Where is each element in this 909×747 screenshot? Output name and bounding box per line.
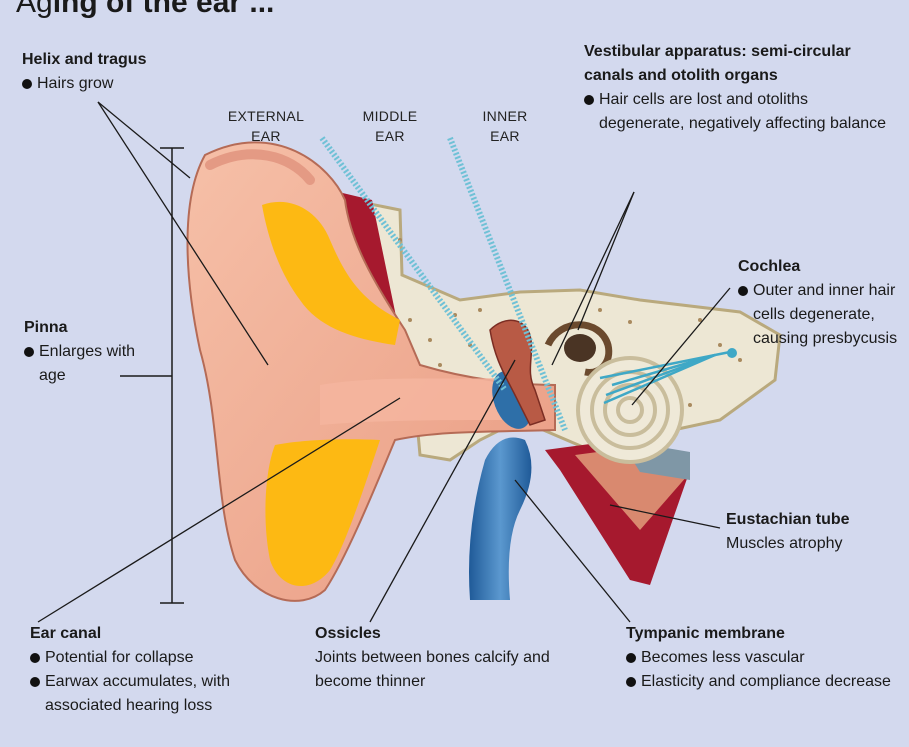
pinna-heading: Pinna <box>24 316 144 340</box>
ear-canal-heading: Ear canal <box>30 622 300 646</box>
bullet-dot <box>738 286 748 296</box>
pinna-bullet: Enlarges with age <box>24 340 144 388</box>
eustachian-heading: Eustachian tube <box>726 508 896 532</box>
tympanic-heading: Tympanic membrane <box>626 622 896 646</box>
label-tympanic: Tympanic membrane Becomes less vascular … <box>626 622 896 694</box>
bullet-dot <box>24 347 34 357</box>
label-vestibular: Vestibular apparatus: semi-circular cana… <box>584 40 896 136</box>
ear-canal-bullet-1: Potential for collapse <box>30 646 300 670</box>
bullet-dot <box>22 79 32 89</box>
ear-canal <box>320 378 502 425</box>
tympanic-bullet-2: Elasticity and compliance decrease <box>626 670 896 694</box>
bullet-dot <box>584 95 594 105</box>
vestibular-heading: Vestibular apparatus: semi-circular cana… <box>584 40 896 88</box>
eustachian-text: Muscles atrophy <box>726 532 896 556</box>
cochlea-bullet: Outer and inner hair cells degenerate, c… <box>738 279 898 351</box>
ear-canal-bullet-2: Earwax accumulates, with associated hear… <box>30 670 300 718</box>
region-middle-ear: MIDDLE EAR <box>350 106 430 146</box>
bullet-dot <box>626 677 636 687</box>
tympanic-bullet-1: Becomes less vascular <box>626 646 896 670</box>
region-external-ear: EXTERNAL EAR <box>226 106 306 146</box>
vestibular-bullet: Hair cells are lost and otoliths degener… <box>584 88 896 136</box>
blood-vessel <box>469 438 531 601</box>
label-cochlea: Cochlea Outer and inner hair cells degen… <box>738 255 898 351</box>
helix-bullet: Hairs grow <box>22 72 242 96</box>
ossicles-heading: Ossicles <box>315 622 575 646</box>
bullet-dot <box>626 653 636 663</box>
helix-heading: Helix and tragus <box>22 48 242 72</box>
label-helix: Helix and tragus Hairs grow <box>22 48 242 96</box>
label-ossicles: Ossicles Joints between bones calcify an… <box>315 622 575 694</box>
region-inner-ear: INNER EAR <box>470 106 540 146</box>
cochlea-heading: Cochlea <box>738 255 898 279</box>
bullet-dot <box>30 653 40 663</box>
bullet-dot <box>30 677 40 687</box>
label-eustachian: Eustachian tube Muscles atrophy <box>726 508 896 556</box>
ossicles-text: Joints between bones calcify and become … <box>315 646 575 694</box>
nerve-tip <box>727 348 737 358</box>
label-pinna: Pinna Enlarges with age <box>24 316 144 388</box>
label-ear-canal: Ear canal Potential for collapse Earwax … <box>30 622 300 718</box>
